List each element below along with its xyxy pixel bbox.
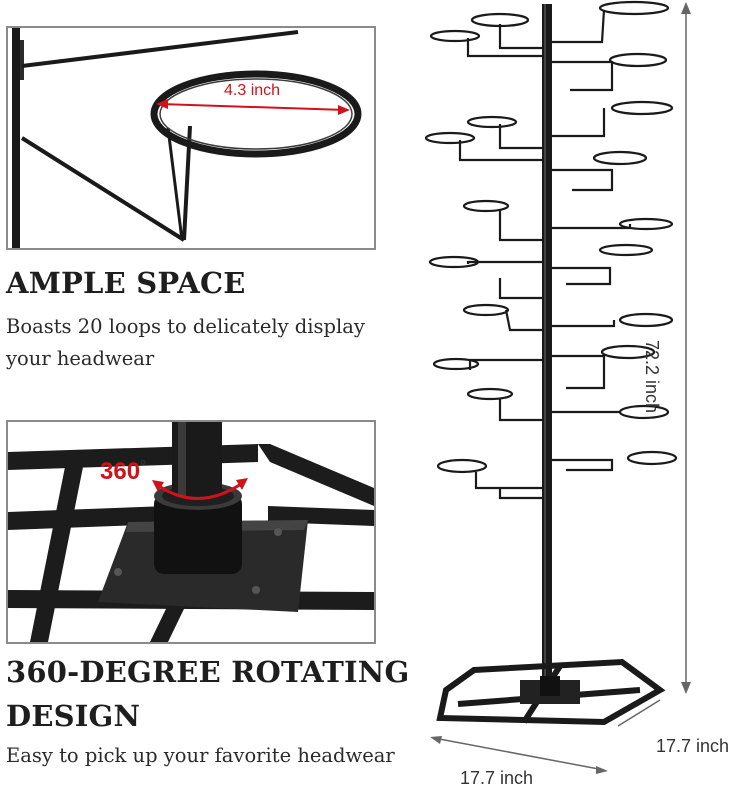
arm-row-1 — [429, 0, 670, 92]
height-dimension-label: 72.2 inch — [642, 340, 662, 414]
loop-detail-image — [8, 28, 374, 248]
rotating-description: Easy to pick up your favorite headwear — [6, 744, 395, 767]
rotating-title-line1: 360-DEGREE ROTATING — [6, 655, 410, 689]
rotation-value: 360 — [100, 458, 141, 485]
ample-space-title: AMPLE SPACE — [6, 266, 246, 300]
rotating-title-line2: DESIGN — [6, 699, 141, 733]
ample-space-description-line2: your headwear — [6, 347, 155, 370]
width-dimension-label: 17.7 inch — [460, 768, 534, 788]
arm-row-2 — [424, 100, 674, 192]
rotation-label: 360° — [100, 458, 146, 486]
ample-space-description-line1: Boasts 20 loops to delicately display — [6, 315, 365, 338]
degree-symbol: ° — [140, 458, 147, 475]
base-detail-image — [8, 422, 374, 642]
rack-base — [436, 658, 666, 726]
arm-row-5 — [436, 387, 678, 500]
arm-row-4 — [432, 303, 674, 390]
depth-dimension-label: 17.7 inch — [656, 736, 730, 756]
loop-detail-frame: 4.3 inch — [6, 26, 376, 250]
loop-diameter-label: 4.3 inch — [222, 82, 283, 100]
base-detail-frame: 360° — [6, 420, 376, 644]
hat-rack-image — [424, 0, 691, 774]
arm-row-3 — [428, 199, 674, 300]
